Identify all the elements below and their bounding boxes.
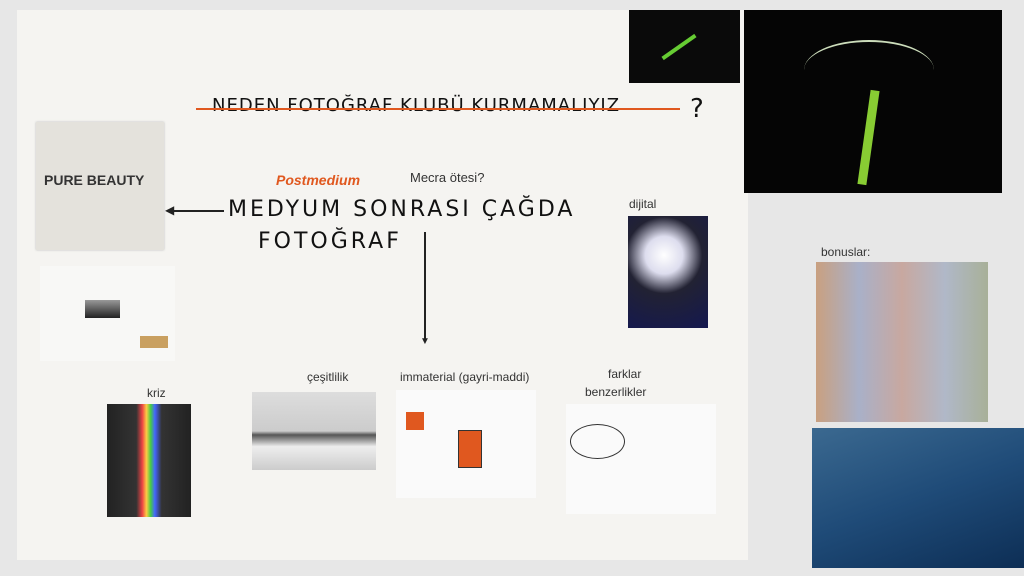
pure-beauty-text: PURE BEAUTY [44,172,145,188]
benzerlikler-label: benzerlikler [585,385,647,399]
strike-line [196,108,680,110]
cesitlilik-image[interactable] [252,392,376,470]
arrow-left [172,210,224,212]
immaterial-sketch-image[interactable] [396,390,536,498]
monet-cathedral-grid-image[interactable] [816,262,988,422]
farklar-sketch-image[interactable] [566,404,716,514]
immaterial-label: immaterial (gayri-maddi) [400,370,530,384]
postmedium-label: Postmedium [276,172,361,188]
title-question-mark: ? [690,94,704,124]
main-title-line1: MEDYUM SONRASI ÇAĞDA [228,197,576,222]
farklar-label: farklar [608,367,642,381]
arrowhead-down-icon: ▼ [420,336,430,347]
kriz-label: kriz [147,386,166,400]
main-title-line2: FOTOĞRAF [258,229,402,254]
pure-beauty-image[interactable]: PURE BEAUTY [36,122,164,250]
hydra-thumbnail-image[interactable] [629,10,740,83]
seagulls-image[interactable] [812,428,1024,568]
arrowhead-left-icon: ◀ [165,203,175,217]
hydra-large-image[interactable] [744,10,1002,193]
casper-image[interactable] [628,216,708,328]
dijital-label: dijital [629,197,657,211]
mecra-label: Mecra ötesi? [410,170,485,185]
mindmap-sketch-image[interactable] [40,266,175,361]
cesitlilik-label: çeşitlilik [307,370,349,384]
struck-title: NEDEN FOTOĞRAF KLUBÜ KURMAMALIYIZ [212,95,621,116]
kriz-image[interactable] [107,404,191,517]
bonuslar-label: bonuslar: [821,245,871,259]
arrow-down [424,232,426,340]
